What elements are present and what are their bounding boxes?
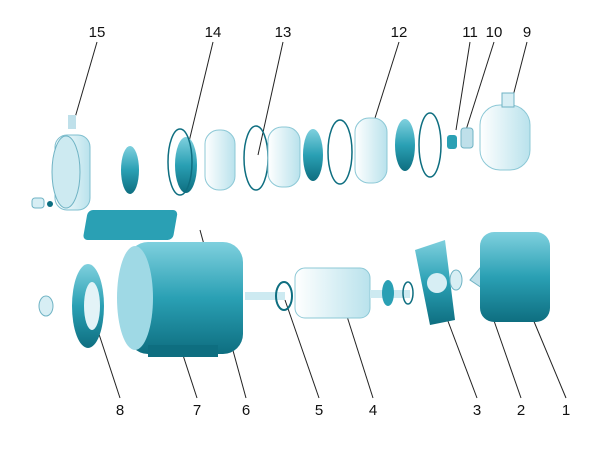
callout-8: 8 bbox=[115, 402, 125, 419]
bottom-parts bbox=[38, 210, 550, 357]
callout-1: 1 bbox=[561, 402, 571, 419]
top-parts bbox=[31, 92, 531, 211]
callout-12: 12 bbox=[390, 24, 408, 41]
callout-10: 10 bbox=[485, 24, 503, 41]
callout-9: 9 bbox=[522, 24, 532, 41]
callout-11: 11 bbox=[462, 24, 478, 41]
callout-4: 4 bbox=[368, 402, 378, 419]
callout-14: 14 bbox=[204, 24, 222, 41]
callout-5: 5 bbox=[314, 402, 324, 419]
callout-13: 13 bbox=[274, 24, 292, 41]
callout-6: 6 bbox=[241, 402, 251, 419]
callout-15: 15 bbox=[88, 24, 106, 41]
callout-3: 3 bbox=[472, 402, 482, 419]
callout-2: 2 bbox=[516, 402, 526, 419]
callout-7: 7 bbox=[192, 402, 202, 419]
